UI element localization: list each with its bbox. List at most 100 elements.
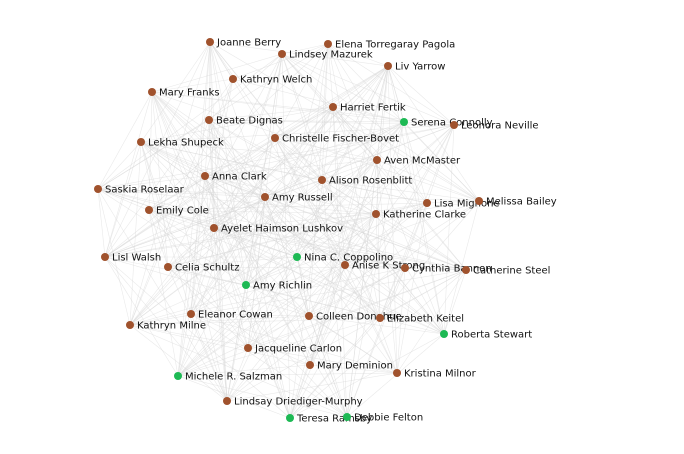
node-dot[interactable]: [244, 344, 252, 352]
node-amy-richlin[interactable]: Amy Richlin: [242, 281, 312, 292]
graph-edge: [213, 213, 377, 229]
node-teresa-ramsby[interactable]: Teresa Ramsby: [286, 414, 372, 425]
node-christelle-fischer-bovet[interactable]: Christelle Fischer-Bovet: [271, 134, 399, 145]
node-dot[interactable]: [101, 253, 109, 261]
node-kathryn-welch[interactable]: Kathryn Welch: [229, 75, 312, 86]
node-dot[interactable]: [329, 103, 337, 111]
graph-edge: [104, 227, 215, 258]
node-beate-dignas[interactable]: Beate Dignas: [205, 116, 283, 127]
node-dot[interactable]: [206, 38, 214, 46]
node-nina-c-coppolino[interactable]: Nina C. Coppolino: [293, 253, 393, 264]
node-dot[interactable]: [440, 330, 448, 338]
node-kathryn-milne[interactable]: Kathryn Milne: [126, 321, 206, 332]
graph-edge: [140, 141, 228, 402]
node-dot[interactable]: [384, 62, 392, 70]
node-aven-mcmaster[interactable]: Aven McMaster: [373, 156, 461, 167]
node-dot[interactable]: [261, 193, 269, 201]
node-dot[interactable]: [278, 50, 286, 58]
node-catherine-steel[interactable]: Catherine Steel: [462, 266, 550, 277]
node-amy-russell[interactable]: Amy Russell: [261, 193, 333, 204]
node-lekha-shupeck[interactable]: Lekha Shupeck: [137, 138, 224, 149]
node-dot[interactable]: [341, 261, 349, 269]
node-cynthia-bannon[interactable]: Cynthia Bannon: [401, 264, 492, 275]
node-dot[interactable]: [373, 156, 381, 164]
node-dot[interactable]: [187, 310, 195, 318]
node-dot[interactable]: [205, 116, 213, 124]
node-dot[interactable]: [223, 397, 231, 405]
node-eleanor-cowan[interactable]: Eleanor Cowan: [187, 310, 273, 321]
node-dot[interactable]: [286, 414, 294, 422]
node-dot[interactable]: [293, 253, 301, 261]
node-lisa-mignone[interactable]: Lisa Mignone: [423, 199, 500, 210]
node-ayelet-haimson-lushkov[interactable]: Ayelet Haimson Lushkov: [210, 224, 343, 235]
node-dot[interactable]: [393, 369, 401, 377]
node-lindsay-driediger-murphy[interactable]: Lindsay Driediger-Murphy: [223, 397, 363, 408]
node-dot[interactable]: [148, 88, 156, 96]
node-katherine-clarke[interactable]: Katherine Clarke: [372, 210, 466, 221]
graph-edge: [247, 200, 480, 349]
node-elena-torregaray-pagola[interactable]: Elena Torregaray Pagola: [324, 40, 455, 51]
node-emily-cole[interactable]: Emily Cole: [145, 206, 209, 217]
node-dot[interactable]: [305, 312, 313, 320]
node-saskia-roselaar[interactable]: Saskia Roselaar: [94, 185, 185, 196]
graph-edge: [97, 141, 142, 190]
node-elizabeth-keitel[interactable]: Elizabeth Keitel: [376, 314, 464, 325]
node-melissa-bailey[interactable]: Melissa Bailey: [475, 197, 557, 208]
node-dot[interactable]: [242, 281, 250, 289]
graph-edge: [274, 65, 389, 139]
node-dot[interactable]: [229, 75, 237, 83]
node-celia-schultz[interactable]: Celia Schultz: [164, 263, 239, 274]
node-label: Mary Deminion: [317, 361, 393, 372]
node-label: Ayelet Haimson Lushkov: [221, 224, 343, 235]
node-dot[interactable]: [343, 413, 351, 421]
node-anise-k-strong[interactable]: Anise K Strong: [341, 261, 425, 272]
graph-edge: [151, 91, 291, 419]
node-roberta-stewart[interactable]: Roberta Stewart: [440, 330, 532, 341]
node-dot[interactable]: [210, 224, 218, 232]
node-dot[interactable]: [324, 40, 332, 48]
node-dot[interactable]: [306, 361, 314, 369]
node-dot[interactable]: [450, 121, 458, 129]
node-liv-yarrow[interactable]: Liv Yarrow: [384, 62, 445, 73]
node-dot[interactable]: [376, 314, 384, 322]
node-anna-clark[interactable]: Anna Clark: [201, 172, 267, 183]
node-kristina-milnor[interactable]: Kristina Milnor: [393, 369, 477, 380]
node-mary-franks[interactable]: Mary Franks: [148, 88, 220, 99]
node-leonora-neville[interactable]: Leonora Neville: [450, 121, 539, 132]
node-harriet-fertik[interactable]: Harriet Fertik: [329, 103, 406, 114]
graph-edge: [213, 227, 406, 269]
node-mary-deminion[interactable]: Mary Deminion: [306, 361, 393, 372]
node-jacqueline-carlon[interactable]: Jacqueline Carlon: [244, 344, 342, 355]
node-lisl-walsh[interactable]: Lisl Walsh: [101, 253, 161, 264]
graph-edge: [177, 175, 206, 377]
graph-edge: [129, 137, 276, 326]
node-dot[interactable]: [462, 266, 470, 274]
node-dot[interactable]: [401, 264, 409, 272]
graph-edge: [97, 188, 377, 215]
node-colleen-donahue[interactable]: Colleen Donahue: [305, 312, 402, 323]
graph-edge: [289, 269, 467, 419]
node-dot[interactable]: [400, 118, 408, 126]
node-dot[interactable]: [372, 210, 380, 218]
graph-edge: [129, 41, 211, 326]
node-dot[interactable]: [201, 172, 209, 180]
graph-edge: [264, 121, 405, 198]
node-dot[interactable]: [145, 206, 153, 214]
node-dot[interactable]: [271, 134, 279, 142]
node-lindsey-mazurek[interactable]: Lindsey Mazurek: [278, 50, 373, 61]
node-dot[interactable]: [137, 138, 145, 146]
node-debbie-felton[interactable]: Debbie Felton: [343, 413, 423, 424]
node-dot[interactable]: [94, 185, 102, 193]
node-dot[interactable]: [318, 176, 326, 184]
node-label: Leonora Neville: [461, 121, 539, 132]
graph-edge: [274, 43, 329, 139]
node-joanne-berry[interactable]: Joanne Berry: [206, 38, 281, 49]
node-dot[interactable]: [164, 263, 172, 271]
node-dot[interactable]: [423, 199, 431, 207]
node-alison-rosenblitt[interactable]: Alison Rosenblitt: [318, 176, 412, 187]
node-dot[interactable]: [475, 197, 483, 205]
node-dot[interactable]: [126, 321, 134, 329]
node-dot[interactable]: [174, 372, 182, 380]
node-michele-r-salzman[interactable]: Michele R. Salzman: [174, 372, 282, 383]
